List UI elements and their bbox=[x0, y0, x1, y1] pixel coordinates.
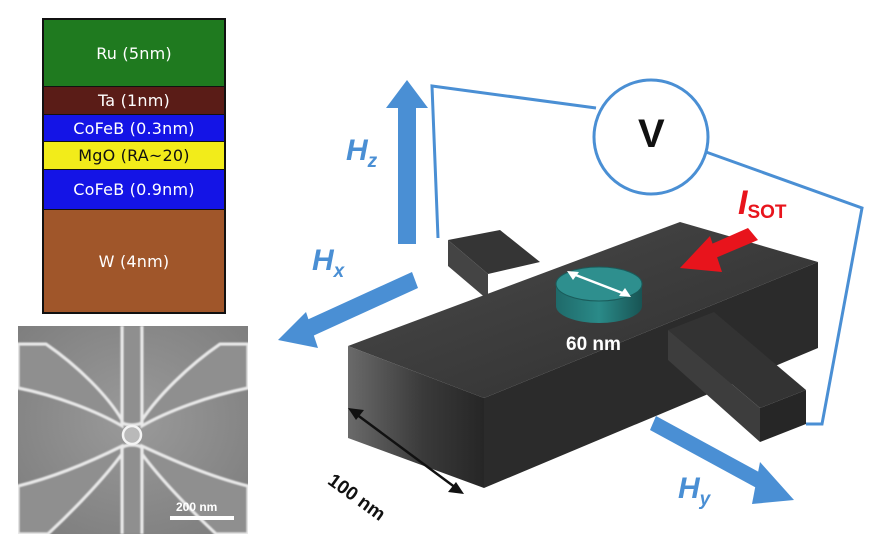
hx-subscript: x bbox=[333, 261, 345, 282]
sem-pillar-dot bbox=[121, 424, 143, 446]
layer-ta: Ta (1nm) bbox=[44, 87, 224, 115]
wire-right bbox=[705, 150, 864, 426]
cross-arm-back bbox=[448, 230, 540, 300]
hz-subscript: z bbox=[367, 151, 378, 172]
pillar-width-arrow bbox=[572, 272, 626, 296]
layer-cofeb-top-label: CoFeB (0.3nm) bbox=[73, 118, 195, 138]
layer-w-label: W (4nm) bbox=[98, 251, 170, 271]
isot-label: ISOT bbox=[738, 184, 787, 224]
hx-arrow bbox=[278, 272, 418, 348]
scale-bar bbox=[170, 516, 234, 520]
hz-label: Hz bbox=[346, 134, 377, 173]
sem-micrograph bbox=[18, 326, 248, 534]
layer-w: W (4nm) bbox=[44, 210, 224, 312]
layer-ru: Ru (5nm) bbox=[44, 20, 224, 87]
hz-symbol: H bbox=[346, 134, 368, 167]
width-dimension-arrow bbox=[348, 408, 464, 494]
layer-ru-label: Ru (5nm) bbox=[96, 43, 172, 63]
isot-symbol: I bbox=[738, 184, 748, 222]
wires bbox=[430, 84, 864, 426]
hy-symbol: H bbox=[678, 472, 700, 505]
hx-label: Hx bbox=[312, 244, 344, 283]
pillar-size-label: 60 nm bbox=[566, 334, 621, 355]
voltmeter-circle bbox=[592, 78, 710, 196]
sem-image: 200 nm bbox=[18, 326, 248, 534]
layer-cofeb-bottom-label: CoFeB (0.9nm) bbox=[73, 180, 195, 199]
wire-left bbox=[430, 84, 597, 239]
layer-cofeb-top: CoFeB (0.3nm) bbox=[44, 115, 224, 142]
isot-arrow bbox=[680, 228, 758, 272]
hz-arrow bbox=[386, 80, 428, 244]
cross-arm-front bbox=[668, 312, 806, 442]
hy-label: Hy bbox=[678, 472, 710, 511]
scale-bar-label: 200 nm bbox=[176, 500, 218, 514]
layer-mgo-label: MgO (RA~20) bbox=[78, 146, 190, 165]
layer-ta-label: Ta (1nm) bbox=[97, 91, 170, 110]
layer-stack: Ru (5nm) Ta (1nm) CoFeB (0.3nm) MgO (RA~… bbox=[42, 18, 226, 314]
voltmeter-label: V bbox=[638, 112, 665, 156]
hx-symbol: H bbox=[312, 244, 334, 277]
layer-mgo: MgO (RA~20) bbox=[44, 142, 224, 170]
layer-cofeb-bottom: CoFeB (0.9nm) bbox=[44, 170, 224, 210]
isot-subscript: SOT bbox=[747, 202, 787, 223]
hy-subscript: y bbox=[699, 489, 711, 510]
hy-arrow bbox=[650, 416, 794, 504]
mtj-pillar bbox=[555, 266, 643, 323]
